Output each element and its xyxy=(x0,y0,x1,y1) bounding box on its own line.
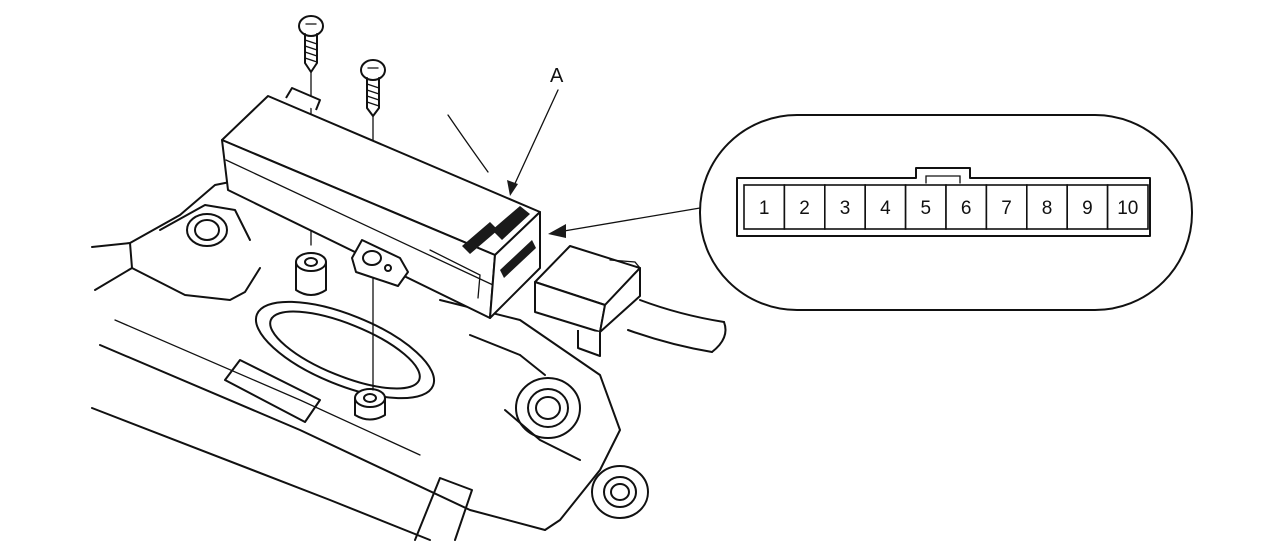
pin-number: 9 xyxy=(1082,198,1093,219)
terminal-view: 1 2 3 4 5 6 7 8 9 10 xyxy=(699,114,1193,311)
pin-cell xyxy=(1026,184,1069,230)
pin-number: 8 xyxy=(1042,198,1053,219)
pin-cell xyxy=(743,184,786,230)
terminal-view-outline xyxy=(699,114,1193,311)
console-base xyxy=(91,114,649,541)
pin-number: 4 xyxy=(880,198,891,219)
pin-cell xyxy=(864,184,907,230)
view-arrow xyxy=(548,207,701,238)
callout-a-label: A xyxy=(550,65,564,87)
module-a xyxy=(221,87,541,319)
pin-cell xyxy=(945,184,988,230)
pin-number: 10 xyxy=(1117,198,1138,219)
pin-number: 6 xyxy=(961,198,972,219)
pin-number: 1 xyxy=(759,198,770,219)
pin-cell xyxy=(823,184,866,230)
pin-number: 7 xyxy=(1001,198,1012,219)
pin-cell xyxy=(985,184,1028,230)
pin-cell xyxy=(904,184,947,230)
harness-connector xyxy=(534,245,727,357)
callout-a: A xyxy=(507,65,564,196)
pin-cell xyxy=(1106,184,1149,230)
pin-number: 3 xyxy=(840,198,851,219)
pin-cells: 1 2 3 4 5 6 7 8 9 10 xyxy=(743,184,1149,230)
pin-number: 5 xyxy=(921,198,932,219)
pin-number: 2 xyxy=(799,198,810,219)
